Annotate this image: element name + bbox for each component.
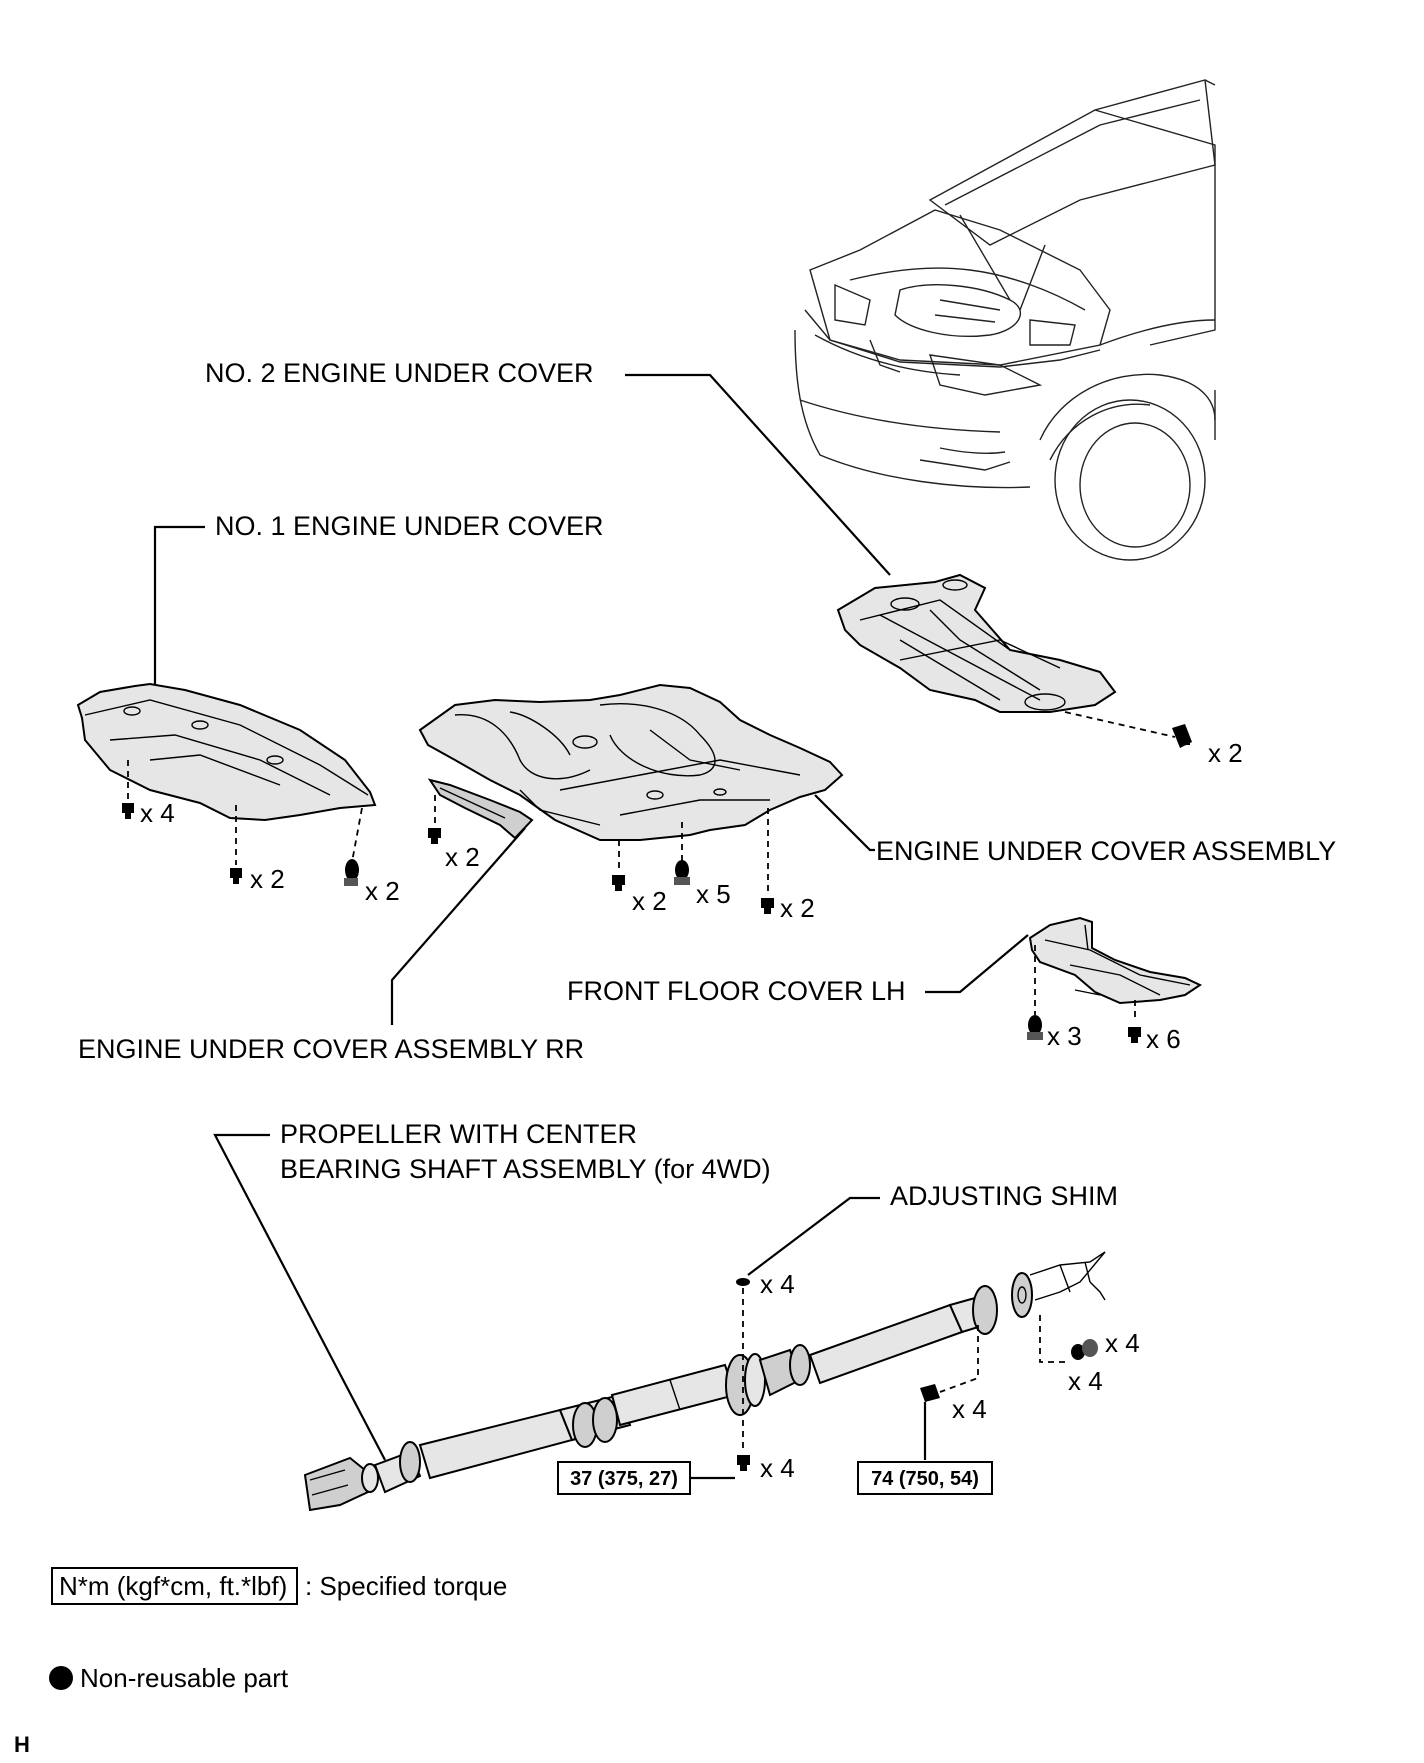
no1-bolt-qty-a: x 4 (140, 798, 175, 828)
engine-under-cover-assembly-part (418, 683, 844, 841)
no1-bolt-qty-c: x 2 (365, 876, 400, 906)
rr-bolt-qty: x 2 (445, 842, 480, 872)
center-bearing-bolt-icon (737, 1455, 750, 1471)
center-bolt-qty: x 4 (760, 1453, 795, 1483)
rear-nut-icon (1071, 1339, 1098, 1360)
assy-bolt-qty-c: x 2 (780, 893, 815, 923)
assy-bolt-icon-c (761, 898, 774, 914)
no1-bolt-icon-a (122, 803, 134, 819)
torque-value-center-bearing: 37 (375, 27) (570, 1468, 678, 1490)
torque-value-flange: 74 (750, 54) (871, 1468, 979, 1490)
no1-clip-icon-c (344, 859, 359, 886)
legend-torque-text: : Specified torque (305, 1571, 507, 1601)
vehicle-illustration (794, 79, 1216, 561)
legend-torque-box (51, 1567, 298, 1605)
adjusting-shim-label: ADJUSTING SHIM (890, 1181, 1118, 1211)
corner-mark: H (14, 1732, 30, 1757)
floor-bolt-qty: x 6 (1146, 1024, 1181, 1054)
assy-clip-qty-b: x 5 (696, 879, 731, 909)
legend-nonreusable-text: Non-reusable part (80, 1663, 289, 1693)
legend-torque-box-text: N*m (kgf*cm, ft.*lbf) (59, 1571, 287, 1601)
no2-bolt-icon (1172, 724, 1192, 748)
no1-engine-under-cover-label: NO. 1 ENGINE UNDER COVER (215, 511, 604, 541)
assy-bolt-qty-a: x 2 (632, 886, 667, 916)
no2-engine-under-cover-label: NO. 2 ENGINE UNDER COVER (205, 358, 594, 388)
rear-washer-qty: x 4 (1068, 1366, 1103, 1396)
floor-clip-qty: x 3 (1047, 1021, 1082, 1051)
no2-engine-under-cover-part (836, 573, 1117, 713)
shim-qty: x 4 (760, 1269, 795, 1299)
floor-bolt-icon (1128, 1027, 1141, 1043)
torque-box-flange (857, 1461, 993, 1495)
engine-under-cover-rr-label: ENGINE UNDER COVER ASSEMBLY RR (78, 1034, 584, 1064)
propeller-shaft-part (303, 1251, 1106, 1512)
no2-bolt-qty: x 2 (1208, 738, 1243, 768)
propeller-label-line1: PROPELLER WITH CENTER (280, 1119, 637, 1149)
flange-bolt-icon (920, 1384, 940, 1402)
flange-bolt-qty: x 4 (952, 1394, 987, 1424)
floor-clip-icon (1027, 1015, 1043, 1040)
front-floor-cover-lh-label: FRONT FLOOR COVER LH (567, 976, 906, 1006)
torque-box-center-bearing (557, 1461, 691, 1495)
adjusting-shim-icon (736, 1278, 750, 1286)
rear-nut-qty: x 4 (1105, 1328, 1140, 1358)
assy-bolt-icon-a (612, 875, 625, 891)
non-reusable-part-icon (49, 1666, 73, 1690)
no1-bolt-icon-b (230, 868, 242, 884)
rr-bolt-icon (428, 828, 441, 844)
no1-engine-under-cover-part (76, 682, 377, 822)
front-floor-cover-lh-part (1028, 916, 1203, 1005)
assy-clip-icon-b (674, 860, 690, 885)
no1-bolt-qty-b: x 2 (250, 864, 285, 894)
propeller-label-line2: BEARING SHAFT ASSEMBLY (for 4WD) (280, 1154, 771, 1184)
engine-under-cover-assembly-label: ENGINE UNDER COVER ASSEMBLY (876, 836, 1336, 866)
